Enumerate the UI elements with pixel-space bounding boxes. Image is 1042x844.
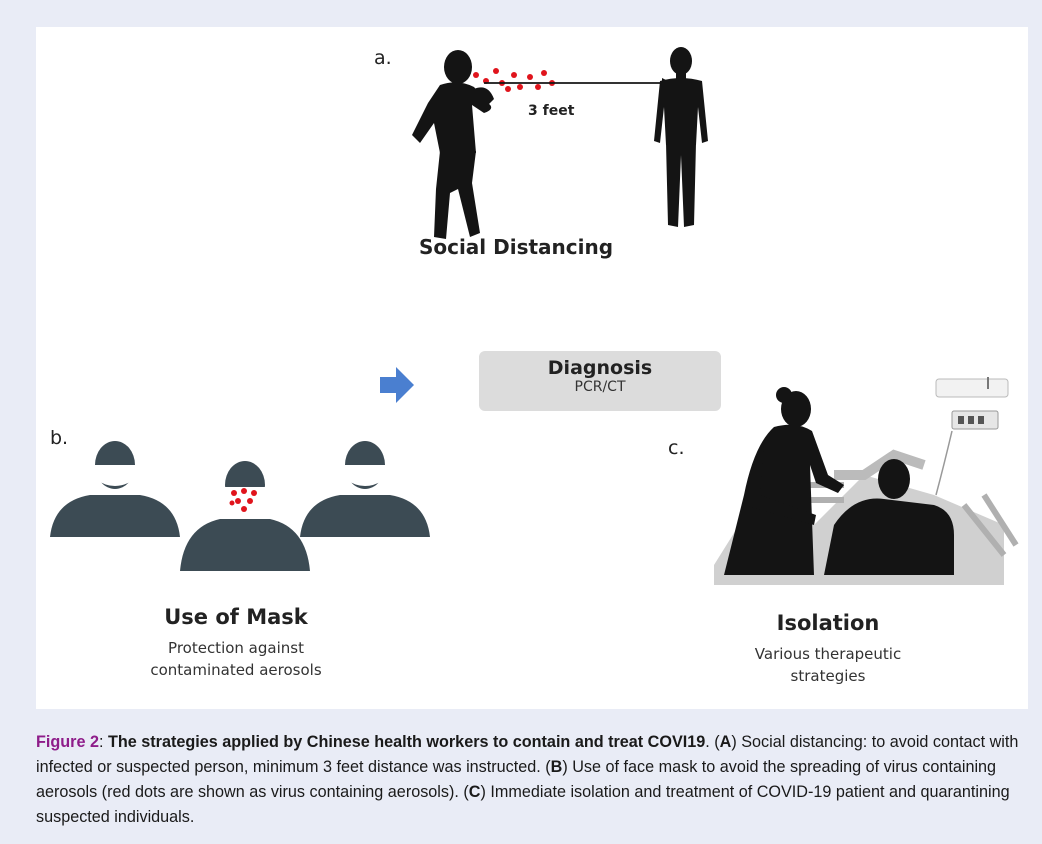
caption-text-a: ) Social distancing: to avoid contact wi…: [36, 733, 1019, 776]
caption-title: The strategies applied by Chinese health…: [107, 733, 706, 751]
coughing-person-silhouette: [412, 50, 494, 239]
diagnosis-subtitle: PCR/CT: [574, 379, 626, 395]
social-distancing-title: Social Distancing: [418, 235, 614, 259]
diagnosis-title: Diagnosis: [547, 357, 653, 379]
caption-colon: :: [98, 733, 108, 751]
panel-c-letter: c.: [668, 437, 685, 459]
masked-person-icon: [50, 441, 180, 537]
caption-text-c: ) Immediate isolation and treatment of C…: [36, 783, 1010, 826]
isolation-subtitle-line1: Various therapeutic: [754, 645, 902, 663]
diagnosis-box: Diagnosis PCR/CT: [479, 351, 721, 411]
isolation-title: Isolation: [776, 611, 880, 635]
hospital-bed-scene: [714, 377, 1019, 585]
caption-letter-b: B: [550, 758, 563, 776]
panel-a-letter: a.: [374, 47, 392, 69]
distance-label: 3 feet: [528, 103, 575, 119]
use-of-mask-title: Use of Mask: [164, 605, 308, 629]
caption-letter-c: C: [468, 783, 481, 801]
masked-person-center-icon: [180, 461, 310, 571]
isolation-subtitle: Various therapeutic strategies: [708, 643, 948, 687]
figure-label: Figure 2: [36, 733, 99, 751]
figure-caption: Figure 2: The strategies applied by Chin…: [36, 730, 1026, 830]
droplet-arrow-graphic: [473, 68, 672, 92]
standing-person-silhouette: [654, 47, 708, 227]
right-arrow-icon: [380, 367, 414, 403]
use-of-mask-subtitle-line2: contaminated aerosols: [150, 661, 322, 679]
use-of-mask-subtitle: Protection against contaminated aerosols: [96, 637, 376, 681]
use-of-mask-subtitle-line1: Protection against: [168, 639, 304, 657]
panel-b-letter: b.: [50, 427, 69, 449]
figure-panel: a. 3 feet Social Distancing: [36, 27, 1028, 709]
caption-after-title: . (: [705, 733, 720, 751]
masked-person-icon: [300, 441, 430, 537]
caption-text-b: ) Use of face mask to avoid the spreadin…: [36, 758, 997, 801]
caption-letter-a: A: [719, 733, 732, 751]
isolation-subtitle-line2: strategies: [790, 667, 866, 685]
